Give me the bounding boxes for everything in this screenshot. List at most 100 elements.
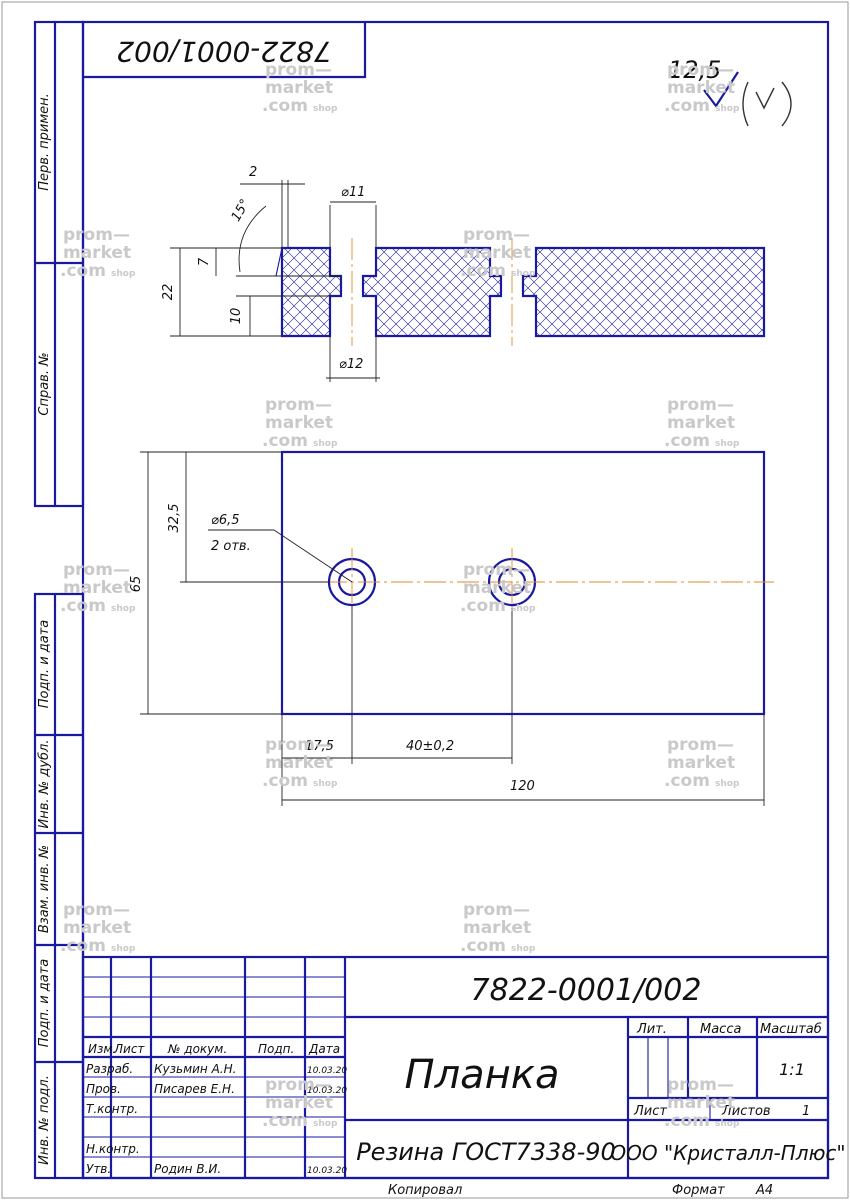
watermark-line: market [667, 1093, 735, 1113]
dim-40: 40±0,2 [406, 739, 454, 754]
row-role: Т.контр. [86, 1102, 138, 1116]
watermark-line: market [265, 1093, 333, 1113]
watermark-suffix: shop [111, 269, 136, 279]
watermark: prom—market.com shop [460, 560, 536, 616]
label-sprav: Справ. № [37, 352, 52, 415]
watermark-suffix: shop [111, 604, 136, 614]
watermark-line: .com [262, 1111, 308, 1131]
watermark-line: prom— [667, 735, 734, 755]
label-inv-dubl: Инв. № дубл. [37, 740, 52, 829]
watermark-line: market [667, 753, 735, 773]
dim-angle: 15° [229, 197, 254, 224]
format-value: А4 [755, 1183, 773, 1198]
row-role: Разраб. [86, 1062, 133, 1076]
watermark-suffix: shop [313, 779, 338, 789]
watermark-line: market [667, 413, 735, 433]
row-date: 10.03.20 [307, 1086, 347, 1096]
watermark-suffix: shop [511, 604, 536, 614]
part-title: Планка [405, 1052, 560, 1098]
drawing-frame [81, 20, 830, 1180]
sheets-value: 1 [802, 1104, 810, 1119]
watermark-line: prom— [667, 395, 734, 415]
watermark-line: prom— [63, 225, 130, 245]
roughness-value: 12,5 [668, 56, 721, 84]
label-perv-primen: Перв. примен. [37, 93, 52, 191]
dim-7: 7 [197, 257, 212, 266]
watermark-line: market [63, 578, 131, 598]
title-block: Изм. Лист № докум. Подп. Дата Разраб. Ку… [81, 955, 846, 1198]
watermark-suffix: shop [715, 779, 740, 789]
dim-17-5: 17,5 [305, 739, 334, 754]
watermark-line: market [463, 243, 531, 263]
watermark-line: market [63, 918, 131, 938]
row-role: Н.контр. [86, 1142, 140, 1156]
col-podp: Подп. [258, 1042, 294, 1056]
watermark-line: market [63, 243, 131, 263]
watermark-line: .com [664, 431, 710, 451]
watermark-suffix: shop [313, 439, 338, 449]
watermark-line: market [265, 753, 333, 773]
watermark-line: market [265, 413, 333, 433]
watermark-line: market [463, 918, 531, 938]
dim-32-5: 32,5 [167, 504, 182, 533]
watermark-line: market [667, 78, 735, 98]
dim-holes: 2 отв. [211, 539, 251, 554]
rotated-drawing-number: 7822-0001/002 [116, 35, 332, 68]
watermark-line: prom— [463, 900, 530, 920]
dim-2: 2 [249, 165, 257, 180]
label-vzam-inv: Взам. инв. № [37, 845, 52, 933]
drawing-number: 7822-0001/002 [471, 973, 702, 1008]
row-name: Писарев Е.Н. [154, 1082, 235, 1096]
watermark-line: prom— [667, 60, 734, 80]
watermark-line: .com [262, 96, 308, 116]
rotated-number-box: 7822-0001/002 [83, 22, 367, 79]
watermark: prom—market.com shop [262, 395, 338, 451]
watermark-line: prom— [265, 395, 332, 415]
watermark-suffix: shop [111, 944, 136, 954]
left-side-strip: Перв. примен. Справ. № Подп. и дата Инв.… [33, 20, 85, 1180]
label-format: Формат [672, 1183, 725, 1198]
watermark-line: prom— [463, 225, 530, 245]
watermark-suffix: shop [511, 944, 536, 954]
watermark-line: .com [60, 936, 106, 956]
dim-d12: ⌀12 [339, 357, 363, 372]
watermark-line: prom— [63, 560, 130, 580]
watermark-line: market [463, 578, 531, 598]
dim-d11: ⌀11 [341, 185, 365, 200]
watermark-suffix: shop [313, 1119, 338, 1129]
dim-22: 22 [161, 284, 176, 301]
watermark-line: prom— [265, 735, 332, 755]
watermark-line: .com [60, 596, 106, 616]
dim-120: 120 [510, 779, 535, 794]
company: ООО "Кристалл-Плюс" [610, 1141, 845, 1165]
label-listov: Листов [721, 1104, 771, 1119]
plan-view [280, 450, 774, 716]
watermark-line: prom— [63, 900, 130, 920]
label-masshtab: Масштаб [760, 1022, 822, 1037]
scale-value: 1:1 [779, 1060, 805, 1079]
watermark-line: prom— [265, 60, 332, 80]
row-role: Утв. [86, 1162, 111, 1176]
label-podp-data-1: Подп. и дата [37, 620, 52, 709]
label-inv-podl: Инв. № подл. [37, 1075, 52, 1165]
watermark-line: .com [262, 431, 308, 451]
label-lit: Лит. [636, 1022, 667, 1037]
plan-dimensions: ⌀6,5 2 отв. 32,5 65 17,5 40±0,2 120 [129, 451, 765, 806]
watermark-line: .com [460, 596, 506, 616]
row-date: 10.03.20 [307, 1166, 347, 1176]
dim-d65: ⌀6,5 [211, 513, 240, 528]
watermark-line: prom— [463, 560, 530, 580]
col-ndoc: № докум. [167, 1042, 227, 1056]
label-kopiroval: Копировал [388, 1183, 462, 1198]
watermark-suffix: shop [511, 269, 536, 279]
row-date: 10.03.20 [307, 1066, 347, 1076]
watermark-line: prom— [667, 1075, 734, 1095]
